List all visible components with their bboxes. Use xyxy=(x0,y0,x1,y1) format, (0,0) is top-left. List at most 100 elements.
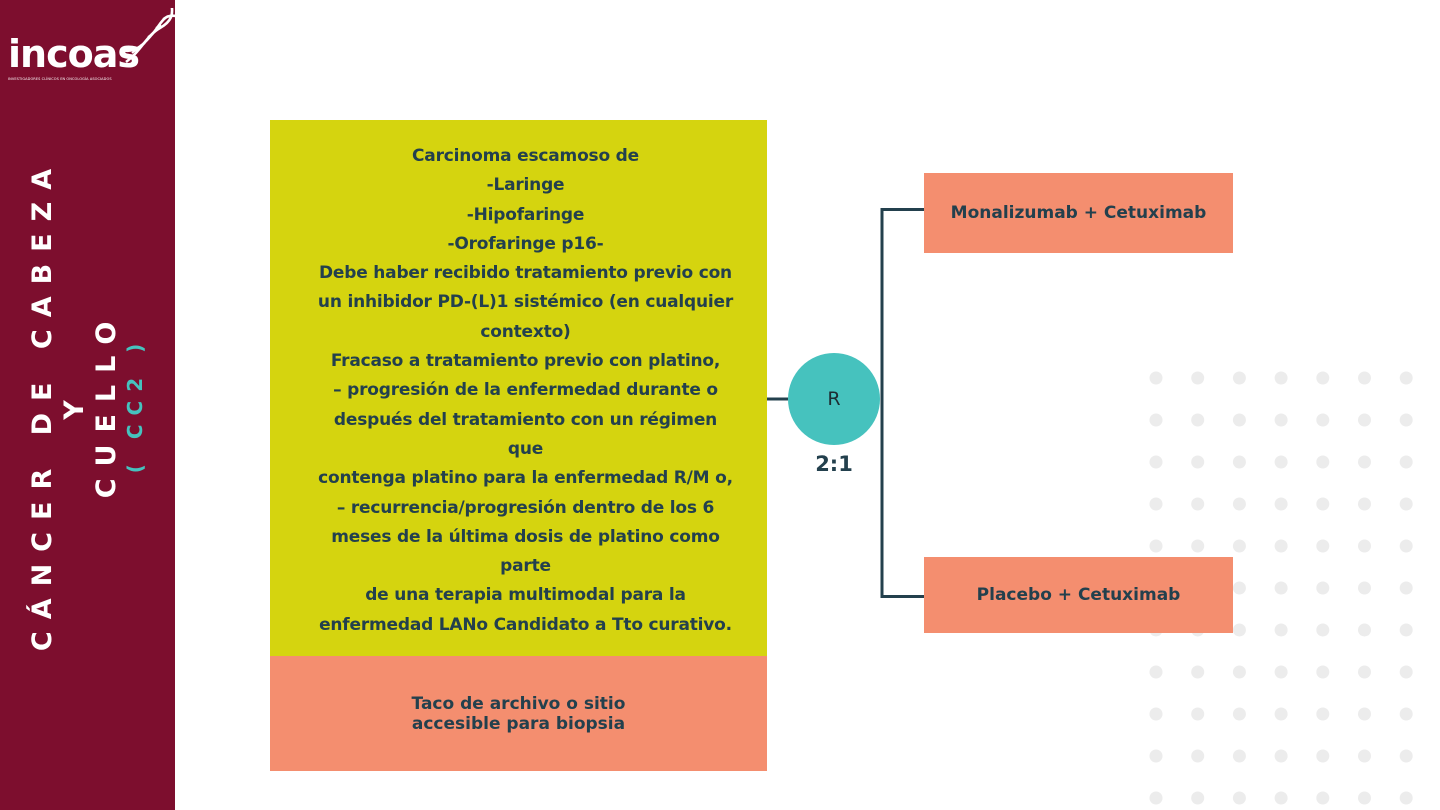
decorative-dot xyxy=(1149,497,1163,511)
decorative-dot xyxy=(1191,707,1205,721)
decorative-dot xyxy=(1191,497,1205,511)
decorative-dot xyxy=(1358,455,1371,469)
randomization-ratio: 2:1 xyxy=(815,452,853,476)
decorative-dot xyxy=(1274,413,1288,427)
decorative-dot xyxy=(1232,581,1246,595)
decorative-dot xyxy=(1358,707,1371,721)
decorative-dot xyxy=(1191,749,1205,763)
decorative-dot xyxy=(1358,581,1371,595)
arm-experimental: Monalizumab + Cetuximab xyxy=(924,173,1233,253)
decorative-dot xyxy=(1316,455,1330,469)
decorative-dot xyxy=(1316,539,1330,553)
criteria-line: enfermedad LANo Candidato a Tto curativo… xyxy=(319,614,732,635)
study-code: ( CC2 ) xyxy=(123,334,147,474)
decorative-dot xyxy=(1358,413,1371,427)
inclusion-criteria-text: Carcinoma escamoso de -Laringe -Hipofaring… xyxy=(298,142,753,640)
decorative-dot xyxy=(1316,497,1330,511)
decorative-dot xyxy=(1399,581,1413,595)
decorative-dot xyxy=(1149,413,1163,427)
decorative-dot xyxy=(1191,539,1205,553)
decorative-dot xyxy=(1358,497,1371,511)
decorative-dot xyxy=(1149,371,1163,385)
decorative-dot xyxy=(1399,455,1413,469)
logo-wordmark: incoas xyxy=(8,32,140,76)
decorative-dot xyxy=(1358,791,1371,805)
decorative-dot xyxy=(1316,791,1330,805)
criteria-line: que xyxy=(507,438,544,459)
decorative-dot xyxy=(1232,455,1246,469)
arm-control-label: Placebo + Cetuximab xyxy=(976,585,1181,605)
decorative-dot xyxy=(1358,539,1371,553)
decorative-dot xyxy=(1232,749,1246,763)
criteria-line: – progresión de la enfermedad durante o xyxy=(333,380,718,401)
decorative-dot xyxy=(1274,455,1288,469)
decorative-dot xyxy=(1232,413,1246,427)
decorative-dot xyxy=(1149,665,1163,679)
sample-requirement-text: Taco de archivo o sitio accesible para b… xyxy=(411,693,626,734)
criteria-line: un inhibidor PD-(L)1 sistémico (en cualq… xyxy=(317,292,734,313)
criteria-line: Fracaso a tratamiento previo con platino… xyxy=(330,351,721,372)
decorative-dot xyxy=(1191,455,1205,469)
title-line-1: CÁNCER DE CABEZA Y xyxy=(27,156,90,652)
decorative-dot xyxy=(1149,791,1163,805)
decorative-dot xyxy=(1232,539,1246,553)
decorative-dot xyxy=(1232,665,1246,679)
decorative-dot xyxy=(1274,581,1288,595)
decorative-dot xyxy=(1358,371,1371,385)
decorative-dot xyxy=(1232,791,1246,805)
decorative-dot xyxy=(1274,791,1288,805)
decorative-dot xyxy=(1399,413,1413,427)
decorative-dot xyxy=(1274,749,1288,763)
decorative-dot xyxy=(1232,497,1246,511)
decorative-dot xyxy=(1274,539,1288,553)
decorative-dot xyxy=(1232,623,1246,637)
decorative-dot xyxy=(1191,791,1205,805)
criteria-line: Carcinoma escamoso de xyxy=(412,146,639,166)
decorative-dot xyxy=(1358,623,1371,637)
logo-tagline: INVESTIGADORES CLÍNICOS EN ONCOLOGÍA ASO… xyxy=(8,77,112,81)
criteria-line: parte xyxy=(500,556,551,577)
decorative-dot xyxy=(1191,371,1205,385)
criteria-line: -Laringe xyxy=(486,175,565,196)
decorative-dot xyxy=(1149,455,1163,469)
decorative-dot xyxy=(1399,497,1413,511)
decorative-dot xyxy=(1316,623,1330,637)
decorative-dot xyxy=(1399,371,1413,385)
criteria-line: después del tratamiento con un régimen xyxy=(333,409,718,430)
decorative-dot xyxy=(1399,791,1413,805)
decorative-dot xyxy=(1149,707,1163,721)
decorative-dot xyxy=(1274,623,1288,637)
inclusion-criteria-box: Carcinoma escamoso de -Laringe -Hipofaring… xyxy=(270,120,767,656)
title-line-2: CUELLO xyxy=(91,309,122,499)
decorative-dot xyxy=(1399,665,1413,679)
decorative-dot xyxy=(1191,665,1205,679)
decorative-dot xyxy=(1274,371,1288,385)
decorative-dot xyxy=(1358,749,1371,763)
decorative-dot xyxy=(1358,665,1371,679)
decorative-dot xyxy=(1149,539,1163,553)
decorative-dot xyxy=(1149,749,1163,763)
criteria-line: – recurrencia/progresión dentro de los 6 xyxy=(336,497,715,518)
criteria-line: de una terapia multimodal para la xyxy=(365,585,686,606)
decorative-dot xyxy=(1316,707,1330,721)
decorative-dot xyxy=(1232,371,1246,385)
criteria-line: meses de la última dosis de platino como xyxy=(331,526,720,547)
incoas-logo: incoas INVESTIGADORES CLÍNICOS EN ONCOLO… xyxy=(8,6,176,86)
decorative-dot xyxy=(1316,371,1330,385)
criteria-line: Debe haber recibido tratamiento previo c… xyxy=(319,263,732,284)
arm-experimental-label: Monalizumab + Cetuximab xyxy=(950,203,1207,223)
criteria-line: contenga platino para la enfermedad R/M … xyxy=(318,468,733,489)
decorative-dot xyxy=(1191,413,1205,427)
criteria-line: -Orofaringe p16- xyxy=(447,233,604,254)
decorative-dot xyxy=(1316,581,1330,595)
decorative-dot xyxy=(1399,749,1413,763)
sample-requirement-box: Taco de archivo o sitio accesible para b… xyxy=(270,656,767,771)
vertical-title: CÁNCER DE CABEZA Y CUELLO ( CC2 ) xyxy=(27,144,147,664)
decorative-dot xyxy=(1316,749,1330,763)
criteria-line: -Hipofaringe xyxy=(466,204,585,225)
decorative-dot xyxy=(1274,497,1288,511)
decorative-dot xyxy=(1399,707,1413,721)
decorative-dot xyxy=(1274,707,1288,721)
dna-helix-icon xyxy=(121,7,176,64)
sidebar: incoas INVESTIGADORES CLÍNICOS EN ONCOLO… xyxy=(0,0,176,810)
